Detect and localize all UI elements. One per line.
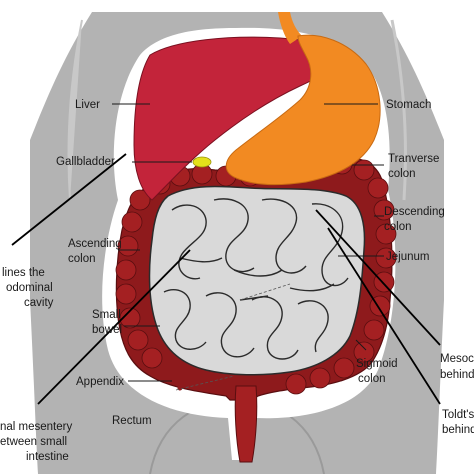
leader-lines (11, 103, 441, 405)
gallbladder (192, 156, 212, 168)
esophagus (278, 12, 302, 44)
label-stomach: Stomach (386, 99, 431, 111)
label-mesentery-3: intestine (26, 451, 69, 463)
label-small-bowel-2: bowel (92, 324, 122, 336)
label-sigmoid-colon-2: colon (358, 373, 386, 385)
label-descending-colon-1: Descending (384, 206, 445, 218)
liver (133, 36, 331, 201)
labels: Liver Stomach Gallbladder Tranverse colo… (0, 99, 474, 463)
label-mesentery-1: nal mesentery (0, 421, 72, 433)
label-descending-colon-2: colon (384, 221, 412, 233)
label-toldts-2: behind (442, 424, 474, 436)
label-peritoneum-3: cavity (24, 297, 54, 309)
stomach (225, 34, 381, 186)
label-transverse-colon-2: colon (388, 168, 416, 180)
label-jejunum: Jejunum (386, 251, 429, 263)
label-peritoneum-2: odominal (6, 282, 53, 294)
label-sigmoid-colon-1: Sigmoid (356, 358, 398, 370)
label-mesocolon-1: Mesoc (440, 353, 474, 365)
label-rectum: Rectum (112, 415, 152, 427)
label-toldts-1: Toldt's (442, 409, 474, 421)
small-intestine (148, 185, 366, 376)
label-transverse-colon-1: Tranverse (388, 153, 439, 165)
label-ascending-colon-2: colon (68, 253, 96, 265)
label-liver: Liver (75, 99, 100, 111)
rectum (234, 385, 258, 463)
label-small-bowel-1: Small (92, 309, 121, 321)
appendix (165, 359, 184, 391)
label-ascending-colon-1: Ascending (68, 238, 122, 250)
label-mesentery-2: etween small (0, 436, 67, 448)
label-peritoneum-1: lines the (2, 267, 45, 279)
label-gallbladder: Gallbladder (56, 156, 115, 168)
label-appendix: Appendix (76, 376, 124, 388)
label-mesocolon-2: behind (440, 369, 474, 381)
